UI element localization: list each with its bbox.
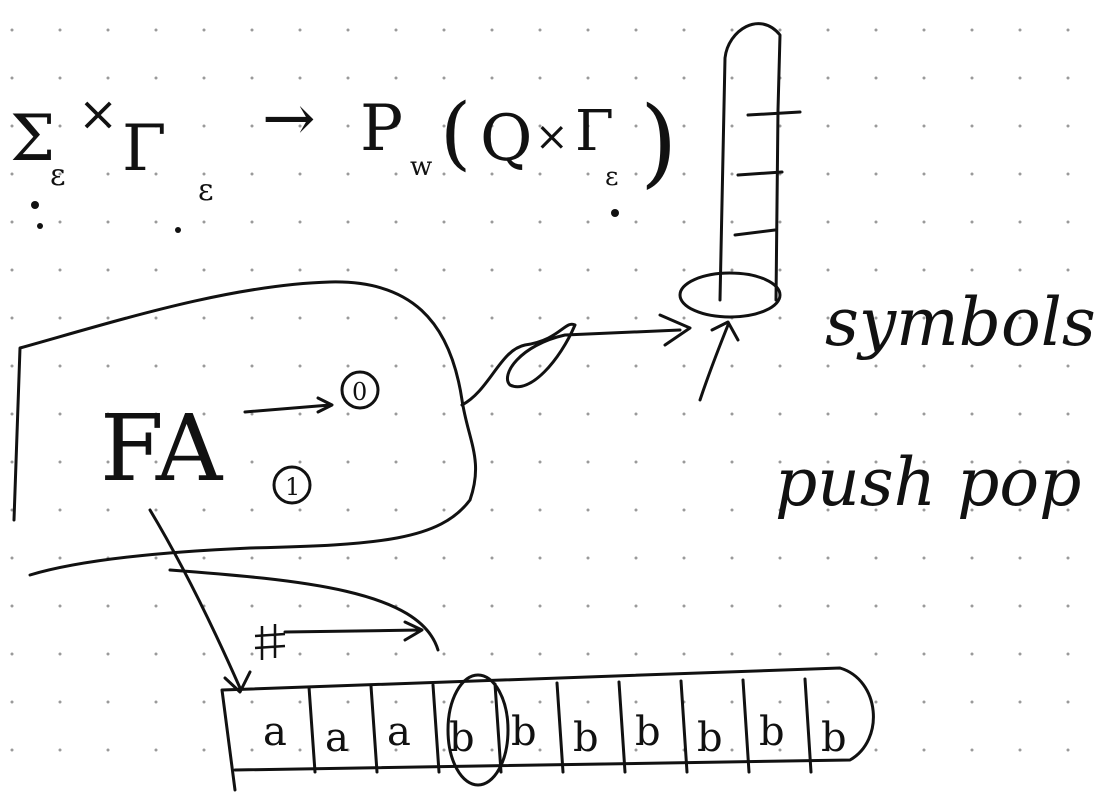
stack-tick-1 bbox=[746, 110, 802, 117]
tape-divider-9 bbox=[803, 677, 813, 774]
fa-to-tape-arrow bbox=[148, 508, 252, 694]
tape-cell-2: a bbox=[387, 709, 411, 755]
tape-cell-6: b bbox=[635, 709, 661, 755]
tape-cell-3: b bbox=[449, 715, 475, 761]
formula-gamma-2: Γ bbox=[575, 99, 614, 164]
tape-cell-0: a bbox=[263, 709, 287, 755]
tape-divider-8 bbox=[741, 678, 751, 774]
fa-transition-arrow bbox=[243, 396, 334, 414]
fa-state-circle-1 bbox=[340, 370, 380, 410]
formula-power-set: P bbox=[360, 92, 403, 166]
tape-divider-4 bbox=[493, 682, 503, 774]
formula-times-1: × bbox=[78, 86, 118, 142]
tape-cell-7: b bbox=[697, 715, 723, 761]
formula-eps-3: ε bbox=[605, 162, 618, 192]
head-move-arrow bbox=[168, 568, 440, 652]
tape-divider-3 bbox=[431, 683, 441, 774]
stack-pointer-arrow bbox=[698, 320, 740, 402]
fa-state-1: 0 bbox=[352, 378, 367, 406]
annotation-symbols: symbols bbox=[825, 284, 1096, 361]
tape-cell-5: b bbox=[573, 715, 599, 761]
fa-outline bbox=[12, 280, 478, 577]
formula-arrow: → bbox=[262, 82, 316, 156]
formula-close-paren: ) bbox=[640, 86, 677, 198]
tape-cell-4: b bbox=[511, 709, 537, 755]
stack-top-oval bbox=[678, 271, 782, 319]
annotation-push-pop: push pop bbox=[775, 444, 1081, 521]
formula-gamma: Γ bbox=[122, 112, 166, 186]
formula-eps-2: ε bbox=[198, 173, 214, 208]
fa-to-stack-connector bbox=[460, 322, 682, 407]
formula-underdots bbox=[31, 201, 619, 233]
tape-divider-7 bbox=[679, 679, 689, 774]
fa-state-2: 1 bbox=[285, 473, 300, 501]
tape-cell-9: b bbox=[821, 715, 847, 761]
tape-divider-6 bbox=[617, 680, 627, 774]
hash-to-arrow bbox=[283, 620, 424, 642]
formula-q: Q bbox=[480, 102, 532, 176]
tape-outline bbox=[220, 666, 875, 792]
tape-divider-2 bbox=[369, 684, 379, 774]
tape-hash-mark bbox=[254, 624, 286, 660]
tape-cell-1: a bbox=[325, 715, 349, 761]
formula-open-paren: ( bbox=[440, 86, 471, 179]
fa-to-stack-arrowhead bbox=[658, 313, 692, 347]
tape-dividers bbox=[307, 677, 813, 774]
stack-tick-2 bbox=[736, 170, 784, 177]
stack-tick-3 bbox=[733, 228, 777, 237]
tape-divider-5 bbox=[555, 681, 565, 774]
tape-divider-1 bbox=[307, 685, 317, 774]
fa-state-circle-2 bbox=[272, 465, 312, 505]
fa-label: FA bbox=[100, 395, 224, 502]
dot-grid bbox=[10, 28, 1070, 752]
formula-sigma: Σ bbox=[10, 102, 55, 176]
stack-outline bbox=[718, 22, 782, 302]
tape-cell-8: b bbox=[759, 709, 785, 755]
formula-eps-1: ε bbox=[50, 158, 66, 193]
formula-times-2: × bbox=[535, 114, 569, 160]
tape-head-oval bbox=[446, 673, 510, 787]
formula-power-sub: w bbox=[410, 152, 432, 182]
